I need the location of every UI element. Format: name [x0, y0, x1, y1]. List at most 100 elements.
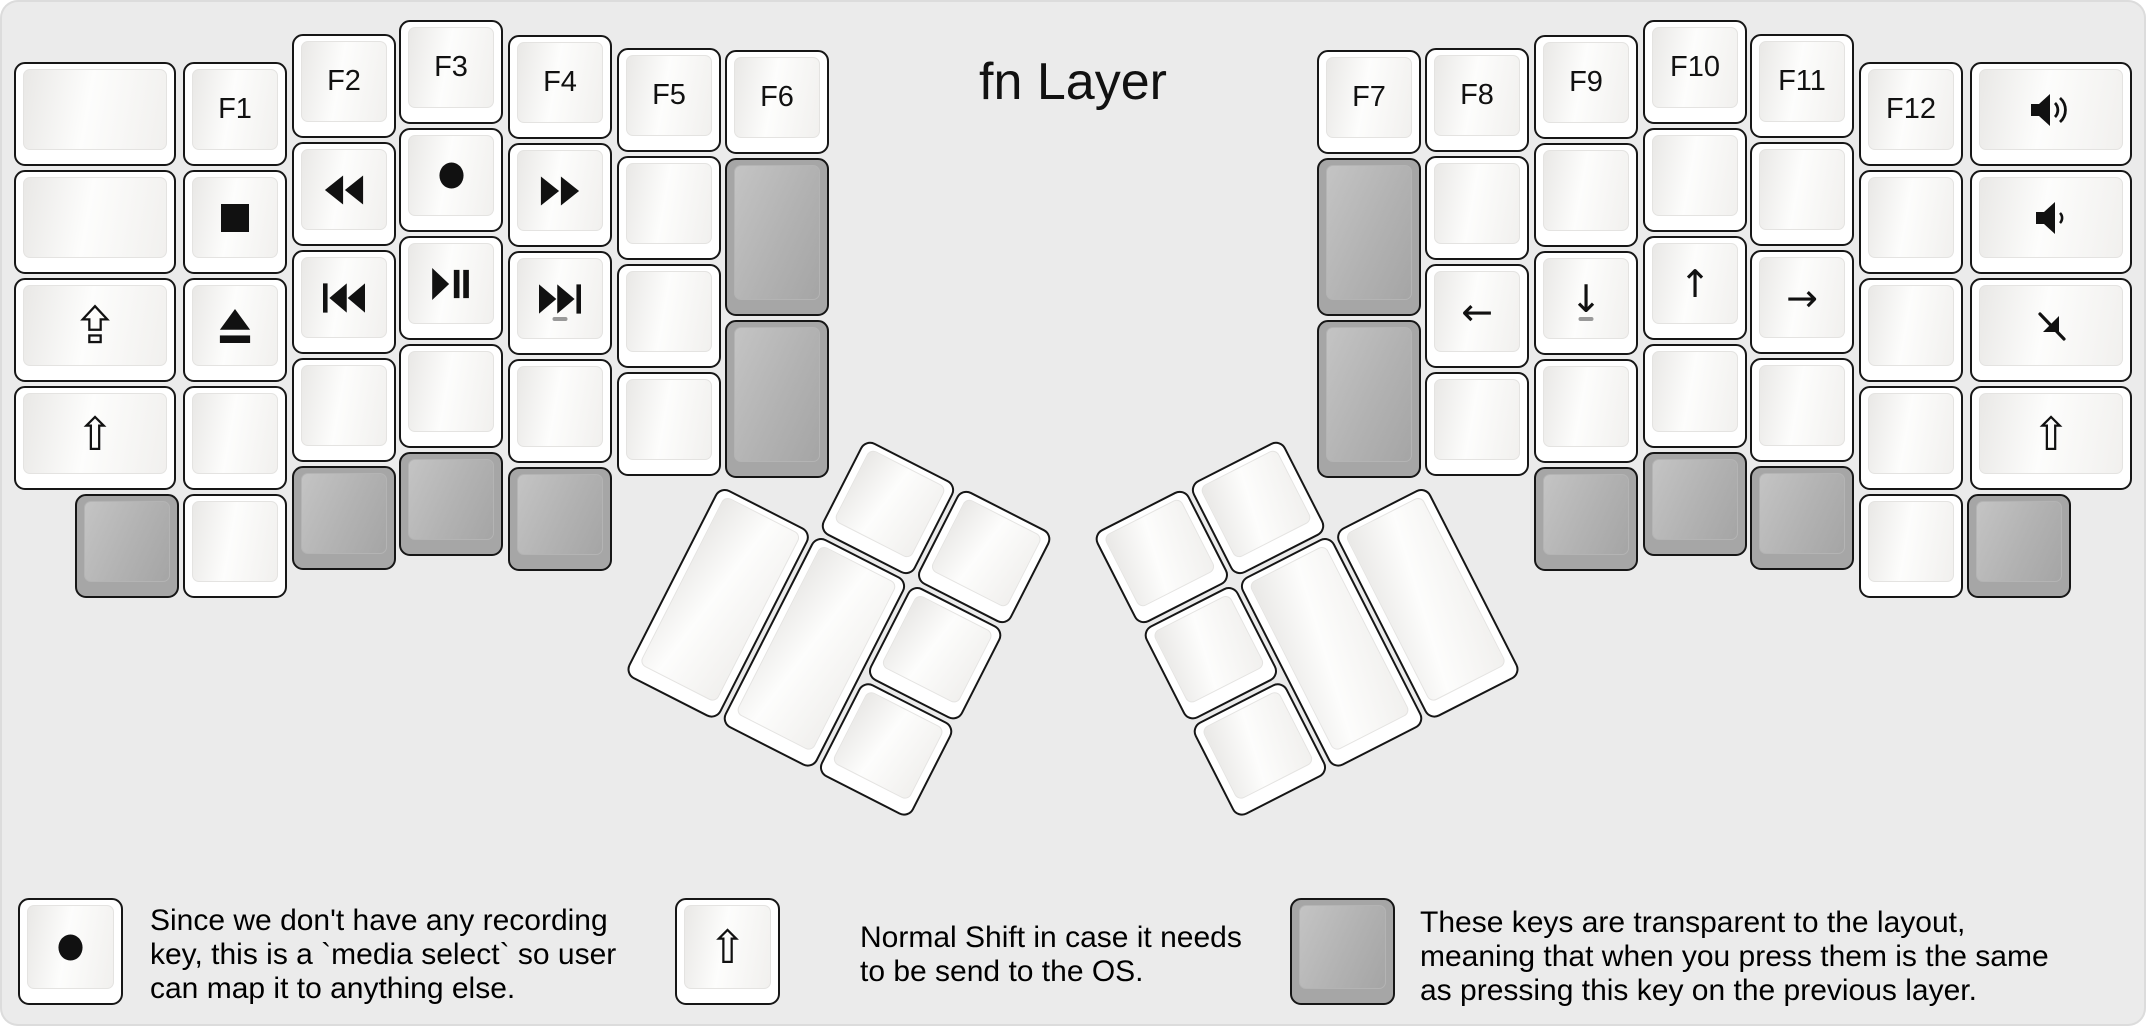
key-record — [399, 128, 503, 232]
key-label: F5 — [652, 79, 686, 111]
caps-lock-icon — [80, 304, 110, 343]
key-f12: F12 — [1859, 62, 1963, 166]
key-f11: F11 — [1750, 34, 1854, 138]
key-f3: F3 — [399, 20, 503, 124]
key-play-pause — [399, 236, 503, 340]
arrow-right-icon: → — [1786, 275, 1818, 320]
keycap-face — [23, 177, 167, 258]
keycap-face — [1434, 163, 1520, 244]
key-blank — [14, 170, 176, 274]
key-label: F12 — [1886, 93, 1936, 125]
keycap-face — [1979, 285, 2123, 366]
legend-text-line: These keys are transparent to the layout… — [1420, 906, 1966, 939]
keycap-face — [517, 258, 603, 339]
mute-icon — [2038, 311, 2066, 341]
keycap-face — [626, 163, 712, 244]
keycap-face: F11 — [1759, 41, 1845, 122]
legend-key-shift: ⇧ — [675, 898, 780, 1005]
legend-key-transparent — [1290, 898, 1395, 1005]
key-blank — [617, 264, 721, 368]
shift-icon: ⇧ — [708, 920, 747, 974]
key-blank — [508, 359, 612, 463]
keycap-face: F12 — [1868, 69, 1954, 150]
key-label: F6 — [760, 81, 794, 113]
key-blank — [1859, 170, 1963, 274]
record-icon — [438, 162, 464, 189]
key-f2: F2 — [292, 34, 396, 138]
keycap-face — [84, 501, 170, 582]
key-transparent — [508, 467, 612, 571]
key-blank — [617, 156, 721, 260]
keycap-face: ↓ — [1543, 258, 1629, 339]
key-transparent — [1534, 467, 1638, 571]
key-label: F1 — [218, 93, 252, 125]
keycap-face — [408, 351, 494, 432]
key-blank — [1750, 358, 1854, 462]
key-transparent — [725, 158, 829, 316]
key-arrow-up: ↑ — [1643, 236, 1747, 340]
key-label: F4 — [543, 66, 577, 98]
legend-text-line: key, this is a `media select` so user — [150, 938, 617, 971]
keycap-face — [1976, 501, 2062, 582]
keycap-face: ⇧ — [1979, 393, 2123, 474]
key-f5: F5 — [617, 48, 721, 152]
rewind-icon — [324, 174, 364, 205]
keycap-face — [626, 271, 712, 352]
keycap-face: ⇧ — [23, 393, 167, 474]
key-label: F9 — [1569, 66, 1603, 98]
legend-text-line: to be send to the OS. — [860, 955, 1144, 988]
legend-text-transparent: These keys are transparent to the layout… — [1420, 906, 2049, 1008]
key-label: F3 — [434, 51, 468, 83]
play-pause-icon — [432, 267, 469, 300]
keycap-face — [517, 366, 603, 447]
keycap-face — [1868, 177, 1954, 258]
keycap-face — [301, 473, 387, 554]
key-blank — [617, 372, 721, 476]
key-transparent — [399, 452, 503, 556]
key-volume-up — [1970, 62, 2132, 166]
keycap-face — [1652, 459, 1738, 540]
keycap-face — [1652, 135, 1738, 216]
keycap-face — [408, 243, 494, 324]
key-blank — [292, 358, 396, 462]
keycap-face: F2 — [301, 41, 387, 122]
key-rewind — [292, 142, 396, 246]
keycap-face — [192, 501, 278, 582]
keycap-face — [1759, 365, 1845, 446]
key-blank — [1859, 494, 1963, 598]
keycap-face — [1543, 150, 1629, 231]
key-caps-lock — [14, 278, 176, 382]
keycap-face: F10 — [1652, 27, 1738, 108]
key-blank — [1643, 128, 1747, 232]
key-blank — [1643, 344, 1747, 448]
keycap-face — [1868, 501, 1954, 582]
key-transparent — [725, 320, 829, 478]
keycap-face — [23, 69, 167, 150]
keycap-face — [1199, 448, 1313, 560]
key-transparent — [1317, 158, 1421, 316]
keycap-face — [27, 905, 114, 989]
key-blank — [183, 386, 287, 490]
key-blank — [1534, 143, 1638, 247]
keycap-face: F6 — [734, 57, 820, 138]
keycap-face — [1759, 473, 1845, 554]
keycap-face: F1 — [192, 69, 278, 150]
keycap-face — [1652, 351, 1738, 432]
key-fast-forward — [508, 143, 612, 247]
keycap-face — [1543, 474, 1629, 555]
key-blank — [399, 344, 503, 448]
key-blank — [1859, 386, 1963, 490]
key-arrow-right: → — [1750, 250, 1854, 354]
key-volume-down — [1970, 170, 2132, 274]
keycap-face — [1543, 366, 1629, 447]
keycap-face — [408, 459, 494, 540]
keycap-face — [1103, 497, 1217, 609]
legend-text-line: meaning that when you press them is the … — [1420, 940, 2049, 973]
key-f8: F8 — [1425, 48, 1529, 152]
key-label: F7 — [1352, 81, 1386, 113]
stop-icon — [221, 203, 249, 232]
keycap-face — [1434, 379, 1520, 460]
key-arrow-down: ↓ — [1534, 251, 1638, 355]
